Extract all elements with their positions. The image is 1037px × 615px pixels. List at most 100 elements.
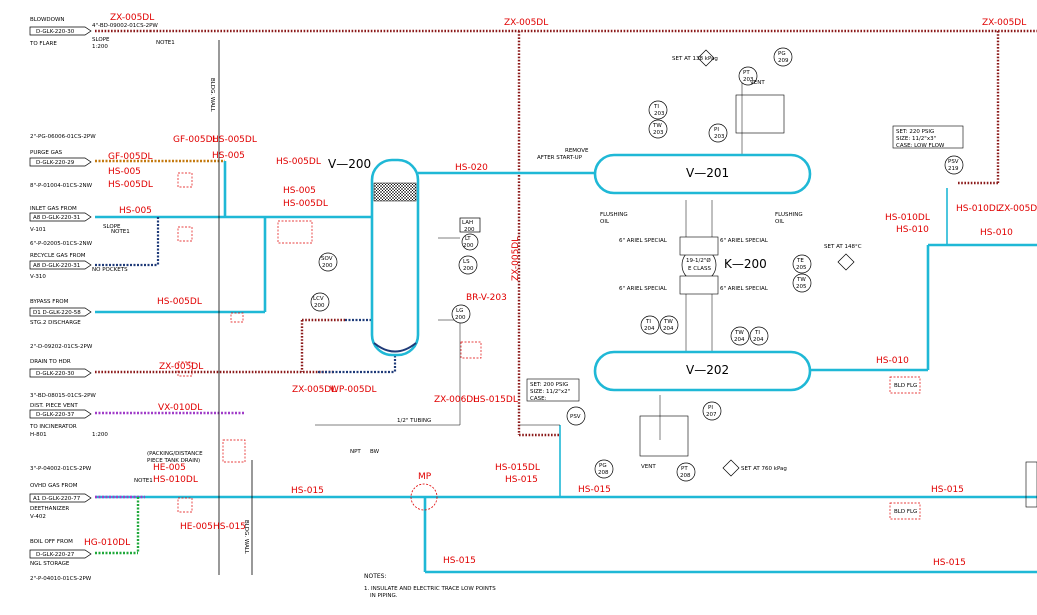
inlet-slope: SLOPE xyxy=(103,224,121,230)
pi203-l1: PI xyxy=(714,127,719,133)
vent-label-1: VENT xyxy=(750,80,765,86)
pg208-bubble xyxy=(594,459,614,479)
psv-bubble xyxy=(566,406,586,426)
blowdown-slope-val: 1:200 xyxy=(92,44,108,50)
boiloff-tag-box xyxy=(29,549,92,559)
remove-label: REMOVE xyxy=(565,148,589,154)
set138-label: SET AT 138 kPag xyxy=(672,56,718,62)
recycle-note: NO POCKETS xyxy=(92,267,128,273)
bypass-tag-box xyxy=(29,307,92,317)
note1-2: NOTE1 xyxy=(111,229,130,235)
trace-hs015-6: HS-015 xyxy=(933,558,966,568)
trace-zx005dl-6: ZX-005DL xyxy=(998,204,1037,214)
trace-hs015dl-2: HS-015DL xyxy=(495,463,540,473)
ti203-bubble xyxy=(648,100,668,120)
drain-title: DRAIN TO HDR xyxy=(30,359,71,365)
trace-hs005dl-3: HS-005DL xyxy=(276,157,321,167)
trace-hs015dl-1: HS-015DL xyxy=(473,395,518,405)
tw204-bubble xyxy=(659,315,679,335)
v200-label: V—200 xyxy=(328,157,371,171)
trace-hs005-1: HS-005 xyxy=(108,167,141,177)
set200-l1: SET: 200 PSIG xyxy=(530,382,568,388)
sov200-l1: SOV xyxy=(321,256,333,262)
boiloff-title: BOIL OFF FROM xyxy=(30,539,73,545)
inlet-from: V-101 xyxy=(30,227,46,233)
pt203-diamond xyxy=(697,49,715,67)
purge-line-bot: 8"-P-01004-01CS-2NW xyxy=(30,183,93,189)
bypass-title: BYPASS FROM xyxy=(30,299,69,305)
redbox-1 xyxy=(277,220,313,244)
packing-1: (PACKING/DISTANCE xyxy=(147,451,203,457)
ovhd-tag-box xyxy=(29,493,92,503)
pi203-l2: 203 xyxy=(714,134,725,140)
packing-2: PIECE TANK DRAIN) xyxy=(147,458,200,464)
redbox-6 xyxy=(177,226,193,242)
lg200-l1: LG xyxy=(456,308,463,314)
ariel-3: 6" ARIEL SPECIAL xyxy=(619,286,668,292)
ariel-4: 6" ARIEL SPECIAL xyxy=(720,286,769,292)
v201-vessel xyxy=(593,153,812,195)
trace-hs010-2: HS-010 xyxy=(980,228,1013,238)
ls200-bubble xyxy=(458,255,478,275)
pi203-bubble xyxy=(708,123,728,143)
psv219-set-box xyxy=(892,125,964,149)
pt208-valve-manifold xyxy=(639,415,689,457)
tw204-l2: 204 xyxy=(663,326,674,332)
dist-title: DIST. PIECE VENT xyxy=(30,403,78,409)
trace-hs005-2: HS-005 xyxy=(212,151,245,161)
v202-label: V—202 xyxy=(686,363,729,377)
boiloff-from: NGL STORAGE xyxy=(30,561,70,567)
bw-label: BW xyxy=(370,449,380,455)
instrument-labels: PG 209 PT 203 PI 203 TI 203 TW 203 LAH 2… xyxy=(313,51,959,479)
purge-tag: D-GLK-220-29 xyxy=(36,160,75,166)
te205-diamond xyxy=(837,253,855,271)
pt203-l2: 203 xyxy=(743,77,754,83)
flushing-left: FLUSHING xyxy=(600,212,628,218)
set148-label: SET AT 148°C xyxy=(824,244,862,250)
tw204-l1: TW xyxy=(663,319,673,325)
notes-1b: IN PIPING. xyxy=(370,593,398,599)
tw205-l2: 205 xyxy=(796,284,807,290)
pt203-bubble xyxy=(738,66,758,86)
blowdown-tag-box xyxy=(29,26,92,36)
redbox-7 xyxy=(177,361,193,377)
psv-l1: PSV xyxy=(570,414,581,420)
trace-hs005-4: HS-005 xyxy=(283,186,316,196)
trace-gf005dl-2: GF-005DL xyxy=(173,135,218,145)
te205-l2: 205 xyxy=(796,265,807,271)
trace-gf005dl: GF-005DL xyxy=(108,152,153,162)
pt203-valve-manifold xyxy=(735,94,785,134)
k200-upper-cyl xyxy=(679,236,719,256)
pt208-l2: 208 xyxy=(680,473,691,479)
trace-hs010dl-1: HS-010DL xyxy=(885,213,930,223)
trace-hs010-3: HS-010 xyxy=(896,225,929,235)
bldg-wall-label-1: BLDG. WALL xyxy=(209,78,215,113)
redbox-8 xyxy=(177,497,193,513)
blind-2: BLD FLG xyxy=(894,509,917,515)
trace-hs005-3: HS-005 xyxy=(119,206,152,216)
set220-l3: CASE: LOW FLOW xyxy=(896,143,945,149)
lt200-bubble xyxy=(461,233,479,251)
note1-1: NOTE1 xyxy=(156,40,175,46)
trace-hs010-1: HS-010 xyxy=(876,356,909,366)
ariel-2: 6" ARIEL SPECIAL xyxy=(720,238,769,244)
ti204-bubble xyxy=(640,315,660,335)
v201-label: V—201 xyxy=(686,166,729,180)
trace-hs005dl-2: HS-005DL xyxy=(212,135,257,145)
set220-l1: SET: 220 PSIG xyxy=(896,129,934,135)
trace-hg010dl: HG-010DL xyxy=(84,538,130,548)
dist-tag-box xyxy=(29,409,92,419)
tw204b-bubble xyxy=(730,326,750,346)
ovhd-tag: A1 D-GLK-220-77 xyxy=(33,496,81,502)
recycle-tag: A8 D-GLK-220-31 xyxy=(33,263,80,269)
ls200-l2: 200 xyxy=(463,266,474,272)
blowdown-title: BLOWDOWN xyxy=(30,17,65,23)
k200-lower-cyl xyxy=(679,275,719,295)
redbox-5 xyxy=(177,172,193,188)
trace-zx006dl: ZX-006DL xyxy=(434,395,478,405)
recycle-from: V-310 xyxy=(30,274,46,280)
pt203-l1: PT xyxy=(743,70,750,76)
psv219-l1: PSV xyxy=(948,159,959,165)
ti204b-bubble xyxy=(749,326,769,346)
npt-label: NPT xyxy=(350,449,361,455)
